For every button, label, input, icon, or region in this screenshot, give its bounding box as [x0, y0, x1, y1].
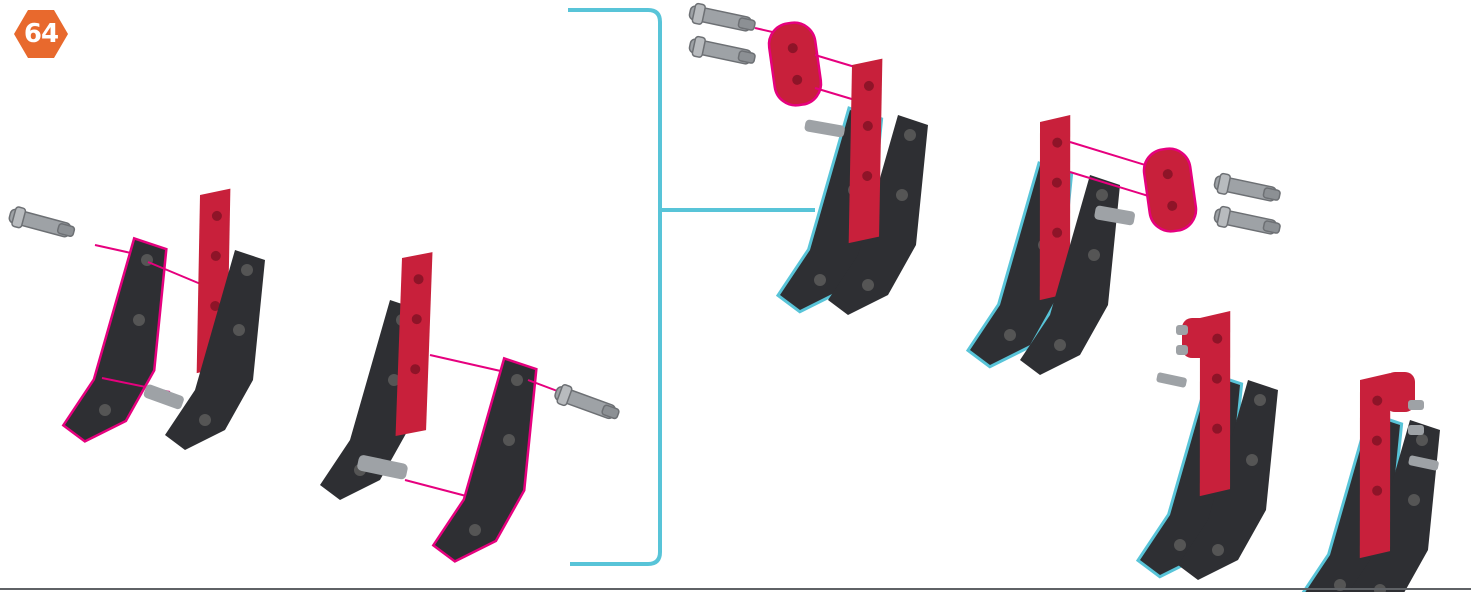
- black-angled-beam-icon: [435, 360, 535, 560]
- capped-pin-icon: [688, 2, 757, 35]
- finished-bracket-icon: [1300, 372, 1440, 592]
- capped-pin-icon: [1213, 205, 1282, 238]
- assembled-beam-stack-icon: [970, 114, 1136, 375]
- red-black-beam-pair-icon: [320, 250, 438, 500]
- right-subassembly-mid: [970, 114, 1282, 375]
- left-subassembly-1: [7, 187, 265, 450]
- right-subassembly-top: [688, 2, 928, 315]
- red-black-beam-pair-icon: [143, 187, 265, 450]
- finished-bracket-icon: [1140, 310, 1278, 580]
- capped-pin-icon: [7, 205, 76, 241]
- left-subassembly-2: [320, 250, 621, 560]
- red-spacer-icon: [768, 21, 823, 106]
- capped-pin-icon: [553, 383, 622, 424]
- capped-pin-icon: [688, 35, 757, 68]
- step-number: 64: [14, 10, 68, 58]
- capped-pin-icon: [1213, 172, 1282, 205]
- red-spacer-icon: [1143, 147, 1198, 232]
- black-angled-beam-icon: [65, 240, 165, 440]
- page-divider: [0, 588, 1471, 590]
